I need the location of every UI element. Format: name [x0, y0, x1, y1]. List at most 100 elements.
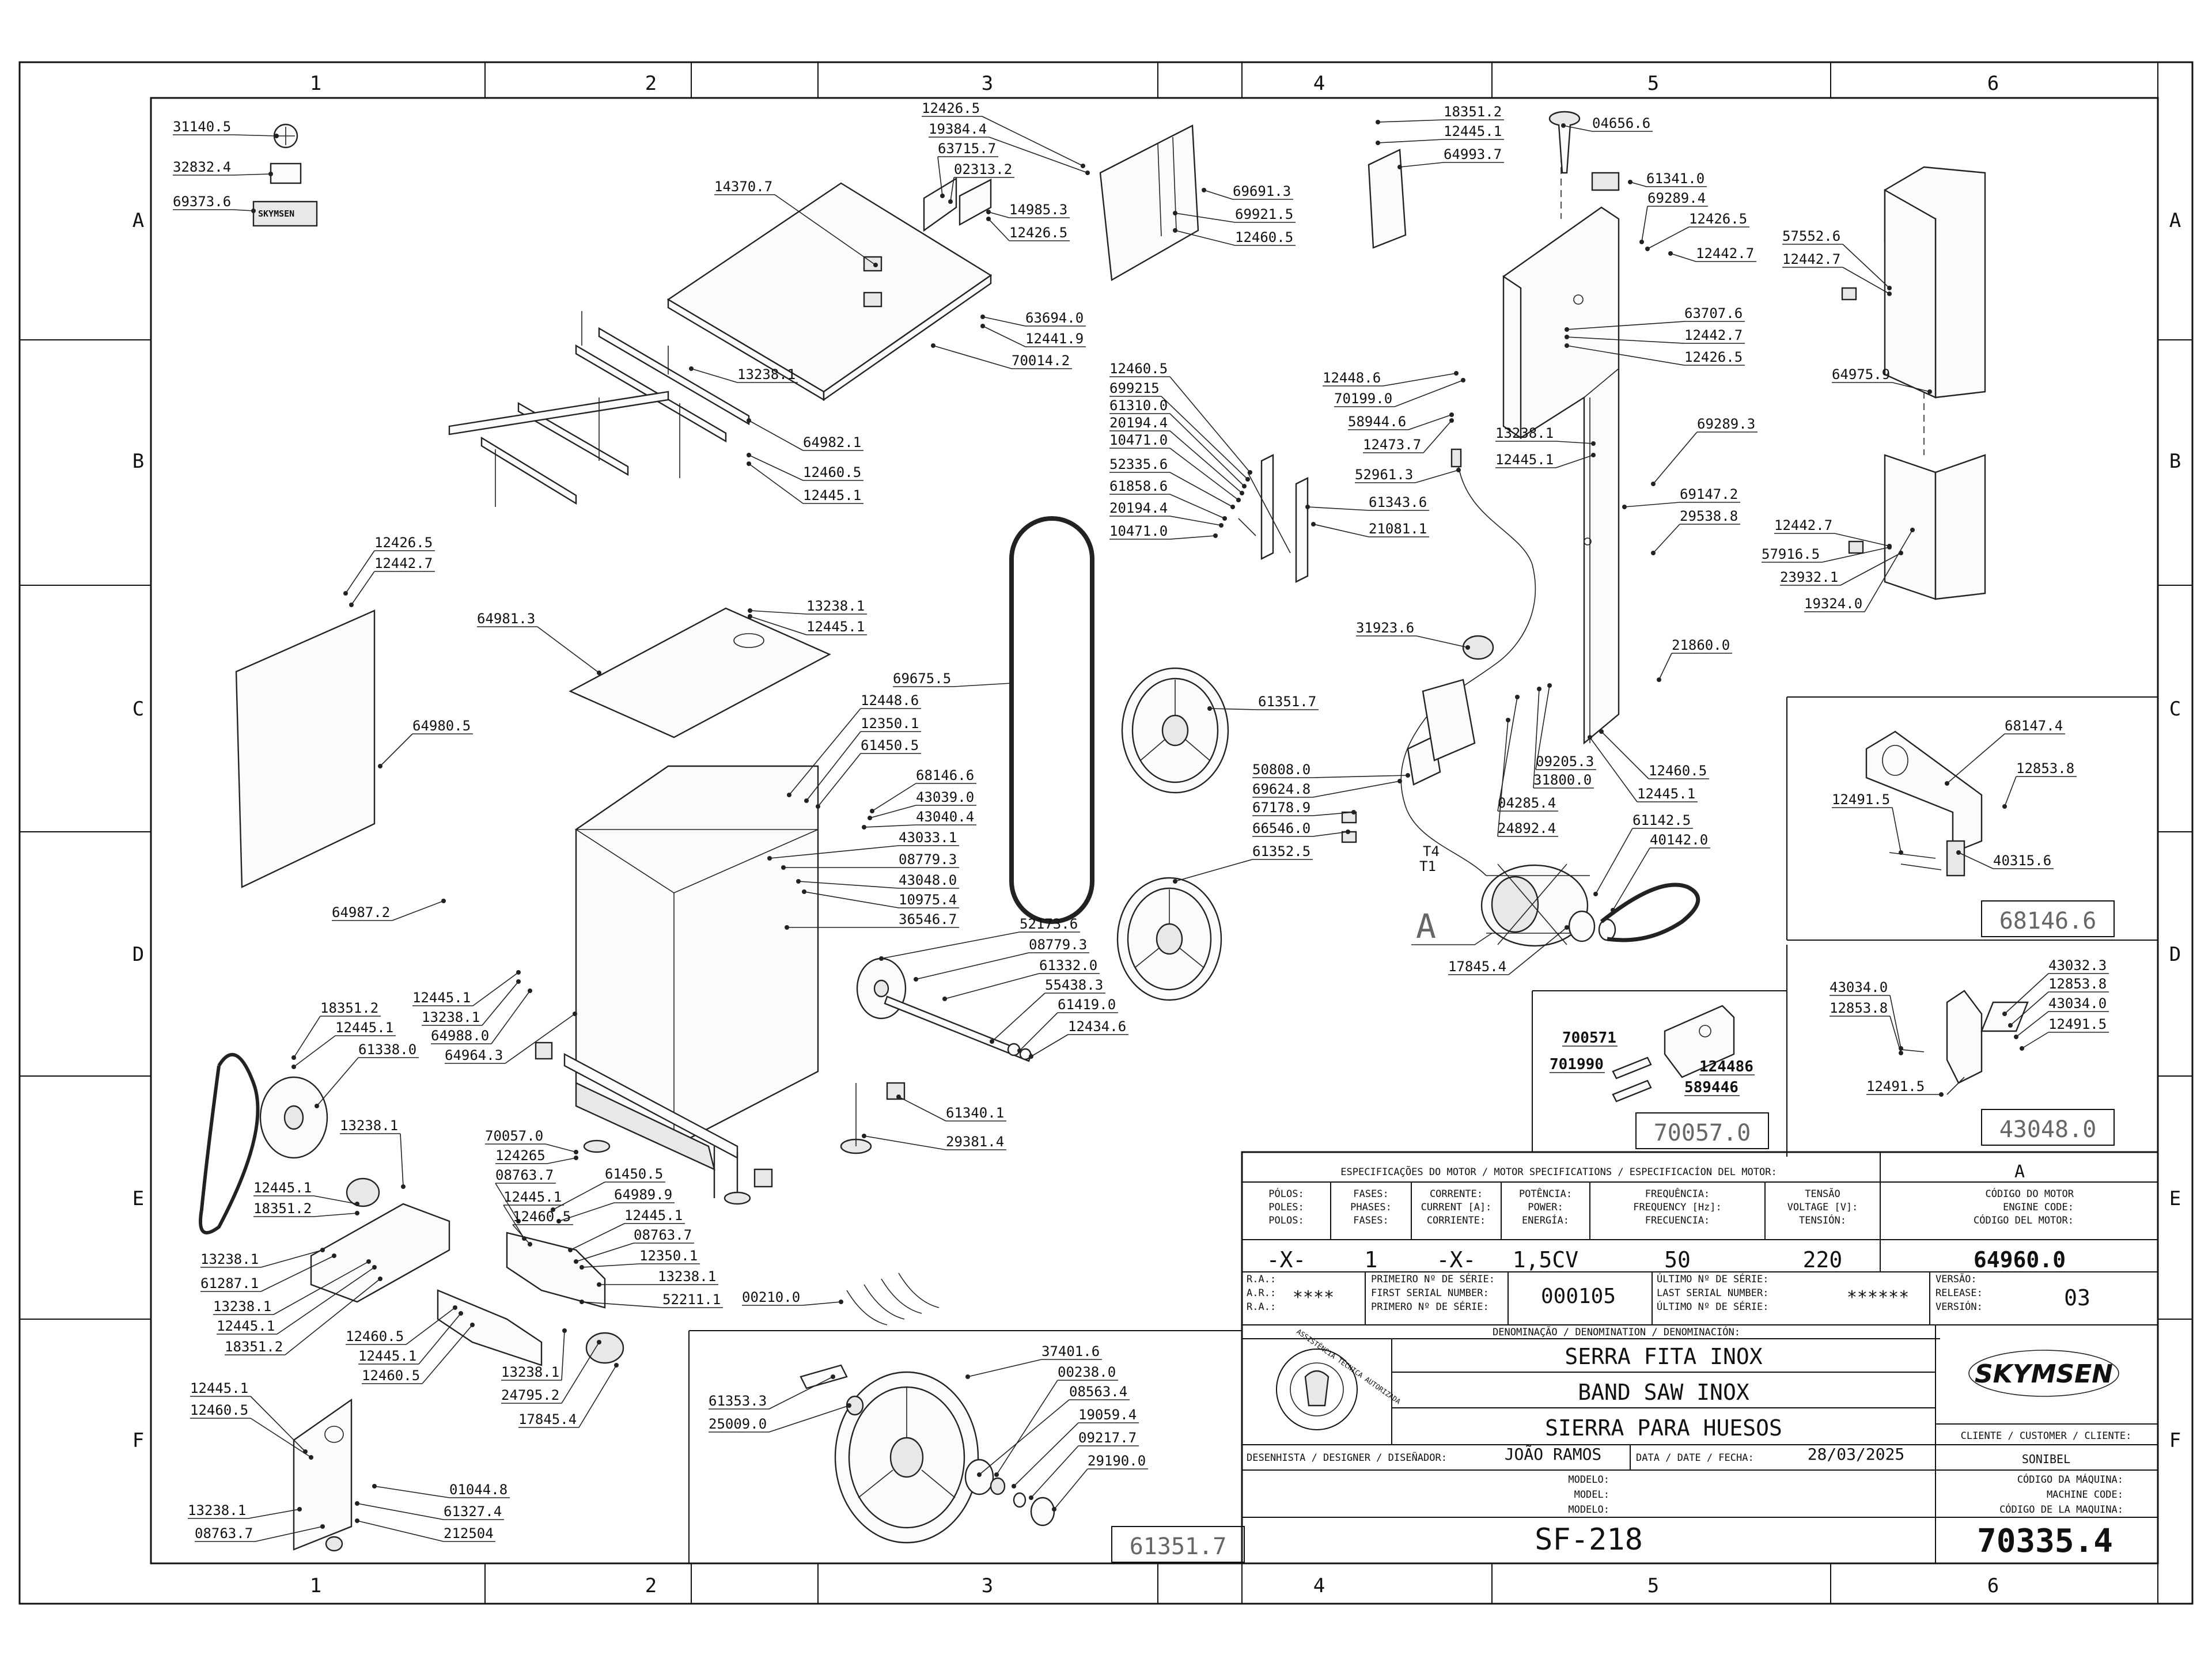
leader-line	[1377, 119, 1444, 123]
leader-dot	[870, 809, 874, 813]
spec-value: 220	[1803, 1247, 1843, 1272]
leader-line	[817, 753, 861, 807]
leader-dot	[1173, 228, 1177, 233]
leader-dot	[748, 608, 752, 613]
leader-line	[1834, 533, 1890, 547]
leader-line	[1415, 469, 1459, 483]
spec-heading: VOLTAGE [V]:	[1787, 1202, 1858, 1213]
grid-column-label: 1	[310, 72, 321, 95]
leader-dot	[597, 671, 601, 675]
first-serial-value: 000105	[1541, 1285, 1616, 1308]
spec-heading: CORRENTE:	[1430, 1188, 1483, 1200]
leader-line	[505, 1013, 575, 1064]
part-number-label: 64988.0	[431, 1028, 489, 1044]
part-number-label: 31800.0	[1533, 772, 1592, 788]
part-number-label: 12445.1	[253, 1180, 312, 1196]
part-number-label: 40142.0	[1650, 832, 1708, 848]
leader-line	[1892, 382, 1930, 392]
leader-dot	[986, 210, 991, 214]
part-number-label: 12473.7	[1363, 437, 1421, 453]
leader-dot	[896, 1094, 901, 1099]
leader-dot	[1449, 418, 1454, 423]
leader-dot	[1565, 335, 1569, 339]
terminal-t1-label: T1	[1419, 858, 1436, 874]
leader-line	[570, 1223, 625, 1251]
leader-line	[250, 1418, 312, 1458]
spec-heading: PÓLOS:	[1268, 1187, 1304, 1200]
leader-dot	[1397, 779, 1402, 783]
leader-dot	[343, 591, 348, 596]
grid-column-label: 4	[1313, 72, 1325, 95]
part-number-label: 08779.3	[899, 851, 957, 868]
leader-dot	[378, 764, 382, 768]
leader-dot	[579, 1265, 584, 1270]
leader-line	[1892, 807, 1902, 853]
leader-line	[276, 1267, 375, 1335]
leader-dot	[1029, 1054, 1033, 1059]
part-number-label: 12426.5	[374, 535, 433, 551]
leader-dot	[747, 418, 751, 423]
leader-dot	[1219, 523, 1224, 528]
leader-line	[233, 134, 277, 137]
motor-belt	[1600, 882, 1700, 942]
leader-line	[1161, 396, 1248, 480]
part-number-label: 12445.1	[503, 1189, 562, 1205]
leader-line	[1377, 139, 1444, 143]
part-number-label: 29381.4	[946, 1134, 1004, 1150]
leader-line	[1864, 529, 1913, 612]
part-number-label: 61343.6	[1369, 494, 1427, 510]
part-number-label: 12445.1	[190, 1380, 248, 1396]
leader-line	[1840, 552, 1902, 586]
leader-line	[422, 1324, 473, 1384]
part-number-label: 12445.1	[358, 1348, 416, 1364]
part-number-label: 32832.4	[173, 159, 231, 175]
leader-dot	[1012, 1484, 1016, 1488]
part-number-label: 17845.4	[1448, 959, 1506, 975]
leader-line	[1842, 244, 1890, 289]
leader-dot	[980, 324, 985, 328]
grid-column-label: 3	[982, 1574, 993, 1597]
leader-dot	[862, 1134, 866, 1138]
part-number-label: 64975.9	[1832, 366, 1890, 382]
leader-dot	[1202, 188, 1206, 192]
leader-line	[545, 1143, 577, 1153]
part-number-label: 58944.6	[1348, 414, 1406, 430]
leader-line	[581, 1301, 663, 1308]
leader-line	[1169, 376, 1251, 473]
leader-line	[1312, 812, 1354, 816]
grid-column-label: 6	[1987, 72, 1999, 95]
upper-blade-guide	[1260, 454, 1274, 560]
leader-dot	[355, 1501, 359, 1506]
leader-dot	[562, 1328, 567, 1333]
leader-dot	[1945, 781, 1949, 786]
upper-wheel	[1121, 667, 1229, 794]
leader-dot	[297, 1507, 302, 1512]
part-number-label: 64981.3	[477, 611, 535, 627]
leader-line	[950, 177, 955, 202]
part-number-label: 02313.2	[954, 161, 1012, 177]
leader-line	[863, 824, 916, 828]
leader-dot	[459, 1311, 463, 1316]
leader-dot	[355, 1202, 359, 1206]
part-number-label: 09217.7	[1078, 1430, 1137, 1446]
leader-line	[561, 1342, 600, 1404]
info-sticker-icon	[270, 162, 302, 184]
leader-line	[915, 952, 1029, 980]
engine-code-heading: ENGINE CODE:	[2003, 1202, 2074, 1213]
leader-line	[1423, 420, 1452, 453]
date-heading: DATA / DATE / FECHA:	[1636, 1452, 1754, 1464]
leader-dot	[948, 199, 953, 204]
leader-dot	[1887, 291, 1892, 296]
leader-line	[406, 1307, 456, 1345]
leader-dot	[990, 1039, 994, 1044]
part-number-label: 43033.1	[899, 830, 957, 846]
sheet-outer-border	[18, 61, 2194, 1605]
leader-line	[1889, 1016, 1902, 1054]
leader-dot	[1611, 908, 1615, 912]
leader-line	[1589, 737, 1638, 802]
leader-dot	[977, 1472, 982, 1477]
detail-ref-number: 70057.0	[1654, 1120, 1751, 1146]
leader-line	[345, 550, 375, 594]
leader-line	[1497, 719, 1509, 837]
part-number-label: 31140.5	[173, 119, 231, 135]
